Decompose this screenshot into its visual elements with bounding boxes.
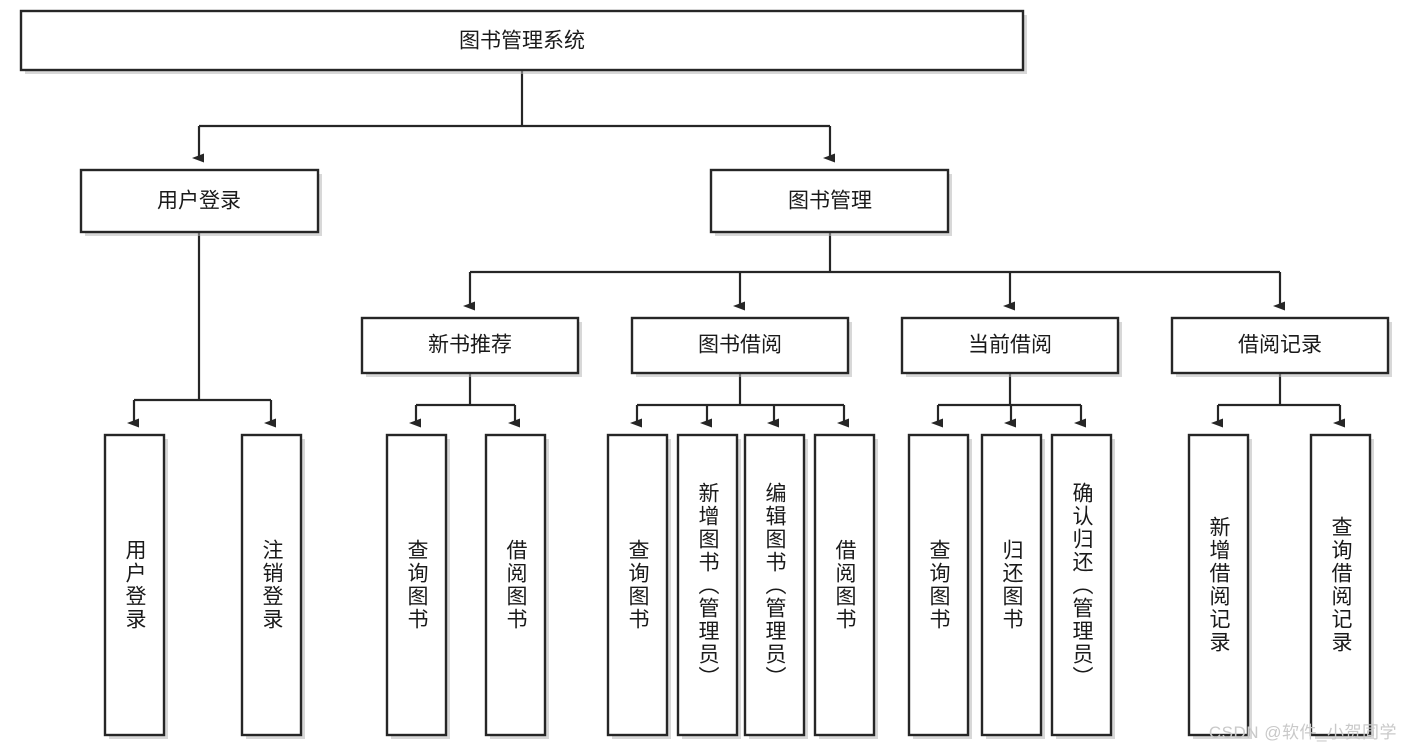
- node-book-management-label: 图书管理: [788, 190, 872, 213]
- node-leaf-borrow-book-rec-box: [484, 433, 547, 737]
- node-leaf-query-book-current[interactable]: [907, 433, 972, 739]
- node-leaf-query-book-current-label: 查询图书: [927, 539, 950, 631]
- node-user-login-box: [79, 168, 320, 234]
- connector-group-borrow-record-to-leaves: [1211, 373, 1345, 428]
- node-leaf-return-book-box: [980, 433, 1043, 737]
- csdn-watermark: CSDN @软件_小贺同学: [1208, 723, 1397, 742]
- node-leaf-add-book-admin-label: 新增图书（管理员）: [696, 481, 719, 689]
- node-new-book-recommend-box: [360, 316, 580, 375]
- node-leaf-user-login[interactable]: [103, 433, 168, 739]
- node-leaf-confirm-return-admin-label: 确认归还（管理员）: [1070, 481, 1093, 689]
- node-leaf-query-book-borrow-label: 查询图书: [626, 539, 649, 631]
- node-leaf-query-book-rec-box: [385, 433, 448, 737]
- node-borrow-record-box: [1170, 316, 1390, 375]
- node-borrow-record-label: 借阅记录: [1238, 334, 1322, 357]
- node-new-book-recommend-label: 新书推荐: [428, 334, 512, 357]
- node-borrow-record[interactable]: 借阅记录: [1170, 316, 1392, 377]
- node-book-management[interactable]: 图书管理: [709, 168, 952, 236]
- node-current-borrow-label: 当前借阅: [968, 334, 1052, 357]
- node-root-box: [19, 9, 1025, 72]
- node-leaf-add-borrow-record-box: [1187, 433, 1250, 737]
- node-leaf-add-borrow-record-label: 新增借阅记录: [1207, 516, 1230, 654]
- node-leaf-query-book-rec-label: 查询图书: [405, 539, 428, 631]
- node-leaf-borrow-book-label: 借阅图书: [833, 539, 856, 631]
- node-leaf-edit-book-admin-label: 编辑图书（管理员）: [763, 481, 786, 689]
- node-leaf-user-login-label: 用户登录: [123, 539, 146, 631]
- node-leaf-return-book-label: 归还图书: [1000, 539, 1023, 631]
- connector-group-current-borrow-to-leaves: [931, 373, 1086, 428]
- node-leaf-return-book[interactable]: [980, 433, 1045, 739]
- node-leaf-borrow-book-rec[interactable]: [484, 433, 549, 739]
- node-leaf-query-book-borrow[interactable]: [606, 433, 671, 739]
- node-root[interactable]: 图书管理系统: [19, 9, 1027, 74]
- node-book-borrow[interactable]: 图书借阅: [630, 316, 852, 377]
- node-leaf-borrow-book-box: [813, 433, 876, 737]
- connector-group-book-management-to-level3: [463, 232, 1285, 311]
- node-leaf-query-borrow-record[interactable]: [1309, 433, 1374, 739]
- node-leaf-query-book-borrow-box: [606, 433, 669, 737]
- node-leaf-add-book-admin-box: [676, 433, 739, 737]
- connector-group-root-to-level2: [192, 70, 835, 163]
- connector-group-user-login-to-leaves: [127, 232, 276, 428]
- node-leaf-query-borrow-record-label: 查询借阅记录: [1329, 516, 1352, 654]
- node-user-login[interactable]: 用户登录: [79, 168, 322, 236]
- node-leaf-edit-book-admin-box: [743, 433, 806, 737]
- node-user-login-label: 用户登录: [157, 190, 241, 213]
- node-leaf-edit-book-admin[interactable]: [743, 433, 808, 739]
- node-book-borrow-label: 图书借阅: [698, 334, 782, 357]
- node-leaf-query-borrow-record-box: [1309, 433, 1372, 737]
- node-book-borrow-box: [630, 316, 850, 375]
- node-leaf-query-book-current-box: [907, 433, 970, 737]
- node-current-borrow-box: [900, 316, 1120, 375]
- node-leaf-borrow-book-rec-label: 借阅图书: [504, 539, 527, 631]
- node-leaf-confirm-return-admin[interactable]: [1050, 433, 1115, 739]
- node-root-label: 图书管理系统: [459, 30, 585, 53]
- node-leaf-borrow-book[interactable]: [813, 433, 878, 739]
- node-current-borrow[interactable]: 当前借阅: [900, 316, 1122, 377]
- node-new-book-recommend[interactable]: 新书推荐: [360, 316, 582, 377]
- node-leaf-user-login-box: [103, 433, 166, 737]
- node-leaf-logout-box: [240, 433, 303, 737]
- node-leaf-logout[interactable]: [240, 433, 305, 739]
- node-book-management-box: [709, 168, 950, 234]
- node-leaf-query-book-rec[interactable]: [385, 433, 450, 739]
- connector-group-book-borrow-to-leaves: [630, 373, 849, 428]
- node-leaf-add-book-admin[interactable]: [676, 433, 741, 739]
- node-leaf-add-borrow-record[interactable]: [1187, 433, 1252, 739]
- connector-group-new-book-recommend-to-leaves: [409, 373, 520, 428]
- node-leaf-confirm-return-admin-box: [1050, 433, 1113, 737]
- node-leaf-logout-label: 注销登录: [260, 539, 283, 631]
